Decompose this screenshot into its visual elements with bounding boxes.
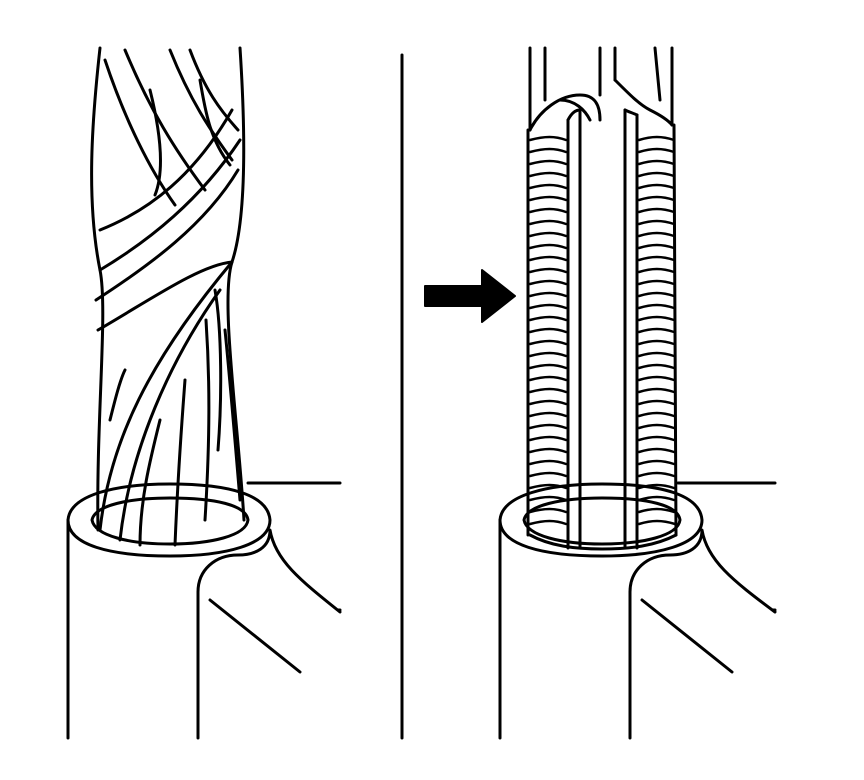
panel-before xyxy=(66,46,342,740)
crossing-wire-after xyxy=(628,528,777,740)
solder-rings-right xyxy=(637,135,677,526)
insulation-sleeve xyxy=(66,482,272,740)
twisted-strands xyxy=(90,46,246,547)
solder-rings-left xyxy=(528,135,568,526)
soldered-joint xyxy=(526,108,678,551)
upper-strands xyxy=(528,46,674,132)
crossing-wire xyxy=(196,528,342,740)
arrow-right-icon xyxy=(424,269,516,323)
panel-after xyxy=(424,46,777,740)
